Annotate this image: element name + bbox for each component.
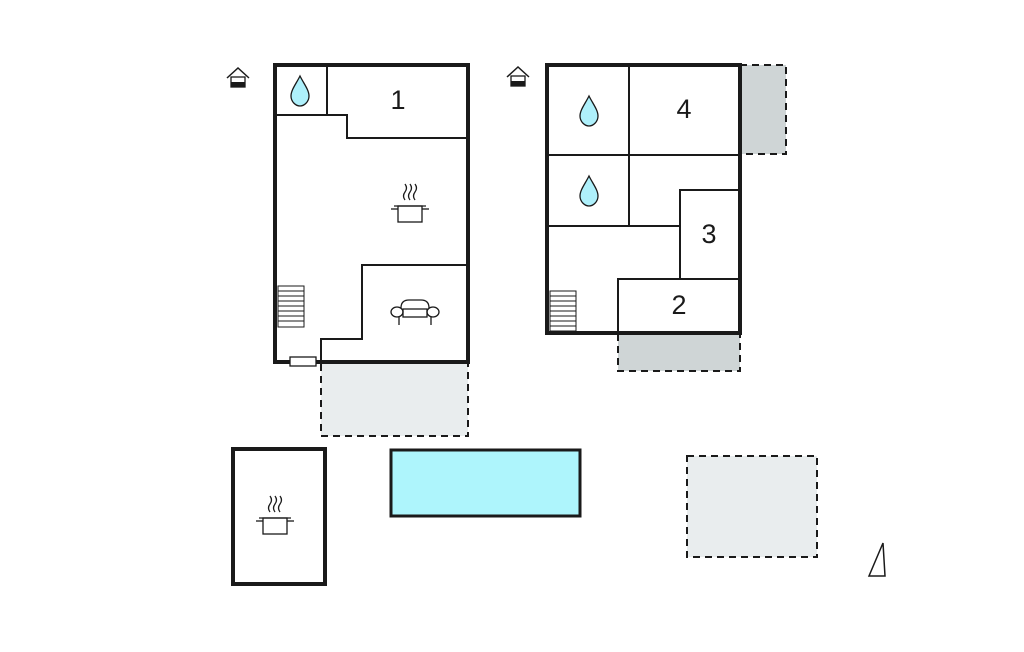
room-label-2: 2	[671, 290, 686, 320]
terrace-a	[320, 362, 469, 437]
house-a	[273, 63, 470, 367]
water-drop-icon	[290, 74, 310, 107]
room-label-3: 3	[701, 219, 716, 249]
swimming-pool	[389, 448, 582, 518]
water-drop-icon	[579, 94, 599, 127]
house-entrance-icon	[506, 65, 530, 87]
stairs-a	[277, 285, 305, 328]
water-drop-icon	[579, 174, 599, 207]
sofa-icon	[390, 299, 440, 325]
house-entrance-icon	[226, 66, 250, 88]
north-arrow-icon	[867, 542, 886, 577]
terrace-b-side	[739, 64, 787, 155]
terrace-garden	[686, 455, 818, 558]
outdoor-kitchen	[231, 447, 327, 586]
stairs-b	[549, 290, 577, 332]
room-label-4: 4	[676, 94, 691, 124]
door-a	[289, 356, 317, 367]
cooking-pot-icon	[391, 183, 429, 223]
terrace-b-front	[617, 332, 741, 372]
house-b	[545, 63, 742, 335]
room-label-1: 1	[390, 85, 405, 115]
cooking-pot-icon	[256, 495, 294, 535]
